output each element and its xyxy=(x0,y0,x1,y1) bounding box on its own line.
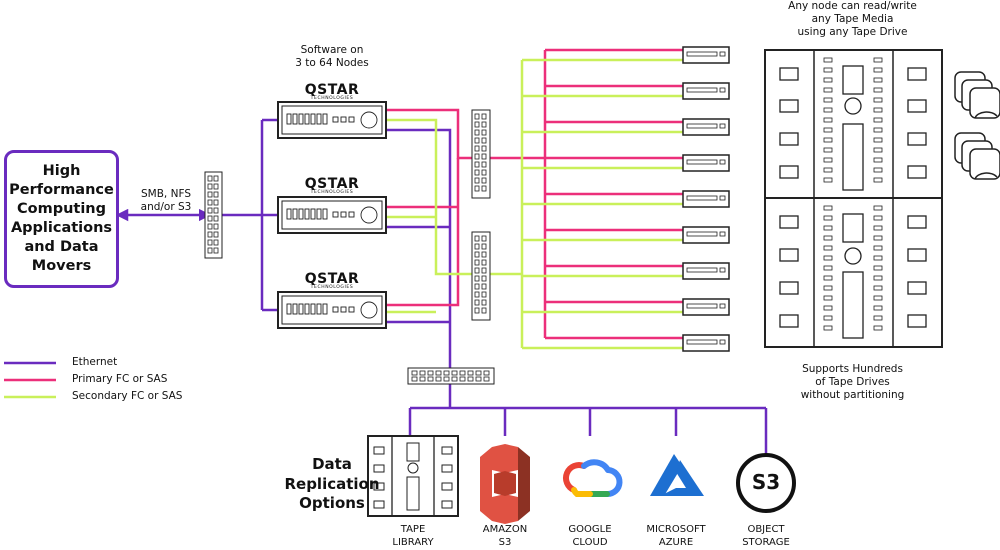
qstar-server-3 xyxy=(277,291,387,329)
fc-switch-primary xyxy=(471,109,491,199)
tape-library-icon xyxy=(367,435,459,517)
replication-label-microsoft-azure: MICROSOFT AZURE xyxy=(646,524,706,548)
replication-label-google-cloud: GOOGLE CLOUD xyxy=(568,524,612,548)
qstar-server-1 xyxy=(277,101,387,139)
tape-library-large xyxy=(764,49,943,348)
hpc-applications-box: High Performance Computing Applications … xyxy=(4,150,119,288)
object-storage-s3-icon xyxy=(736,453,796,513)
tape-drive xyxy=(682,334,730,352)
legend-secondary-label: Secondary FC or SAS xyxy=(72,390,183,402)
fc-switch-secondary xyxy=(471,231,491,321)
tape-drive xyxy=(682,46,730,64)
google-cloud-icon xyxy=(563,459,623,497)
ethernet-links xyxy=(115,118,768,455)
ethernet-switch-replication xyxy=(407,367,495,385)
tape-drives xyxy=(682,46,730,352)
replication-label-amazon-s3: AMAZON S3 xyxy=(482,524,528,548)
legend-lines xyxy=(4,361,56,399)
tape-drive xyxy=(682,118,730,136)
tape-drives-note: Supports Hundreds of Tape Drives without… xyxy=(800,363,905,402)
legend-primary-label: Primary FC or SAS xyxy=(72,373,168,385)
tape-cartridges-icon xyxy=(954,71,1000,180)
object-storage-badge: S3 xyxy=(751,470,781,494)
tape-drive xyxy=(682,154,730,172)
software-nodes-label: Software on 3 to 64 Nodes xyxy=(295,44,369,70)
protocol-label: SMB, NFS and/or S3 xyxy=(140,188,192,214)
hpc-title: High Performance Computing Applications … xyxy=(9,163,114,274)
replication-label-tape-library: TAPE LIBRARY xyxy=(392,524,434,548)
amazon-s3-icon xyxy=(480,444,530,524)
replication-title: Data Replication Options xyxy=(284,455,380,512)
primary-fc-links xyxy=(386,48,683,340)
tape-access-note: Any node can read/write any Tape Media u… xyxy=(788,0,917,39)
tape-drive xyxy=(682,190,730,208)
microsoft-azure-icon xyxy=(650,454,704,496)
qstar-server-2 xyxy=(277,196,387,234)
tape-drive xyxy=(682,226,730,244)
tape-drive xyxy=(682,298,730,316)
replication-label-object-storage: OBJECT STORAGE xyxy=(742,524,790,548)
secondary-fc-links xyxy=(386,58,683,350)
ethernet-switch-hpc xyxy=(204,171,223,259)
legend-ethernet-label: Ethernet xyxy=(72,356,118,368)
tape-drive xyxy=(682,82,730,100)
tape-drive xyxy=(682,262,730,280)
